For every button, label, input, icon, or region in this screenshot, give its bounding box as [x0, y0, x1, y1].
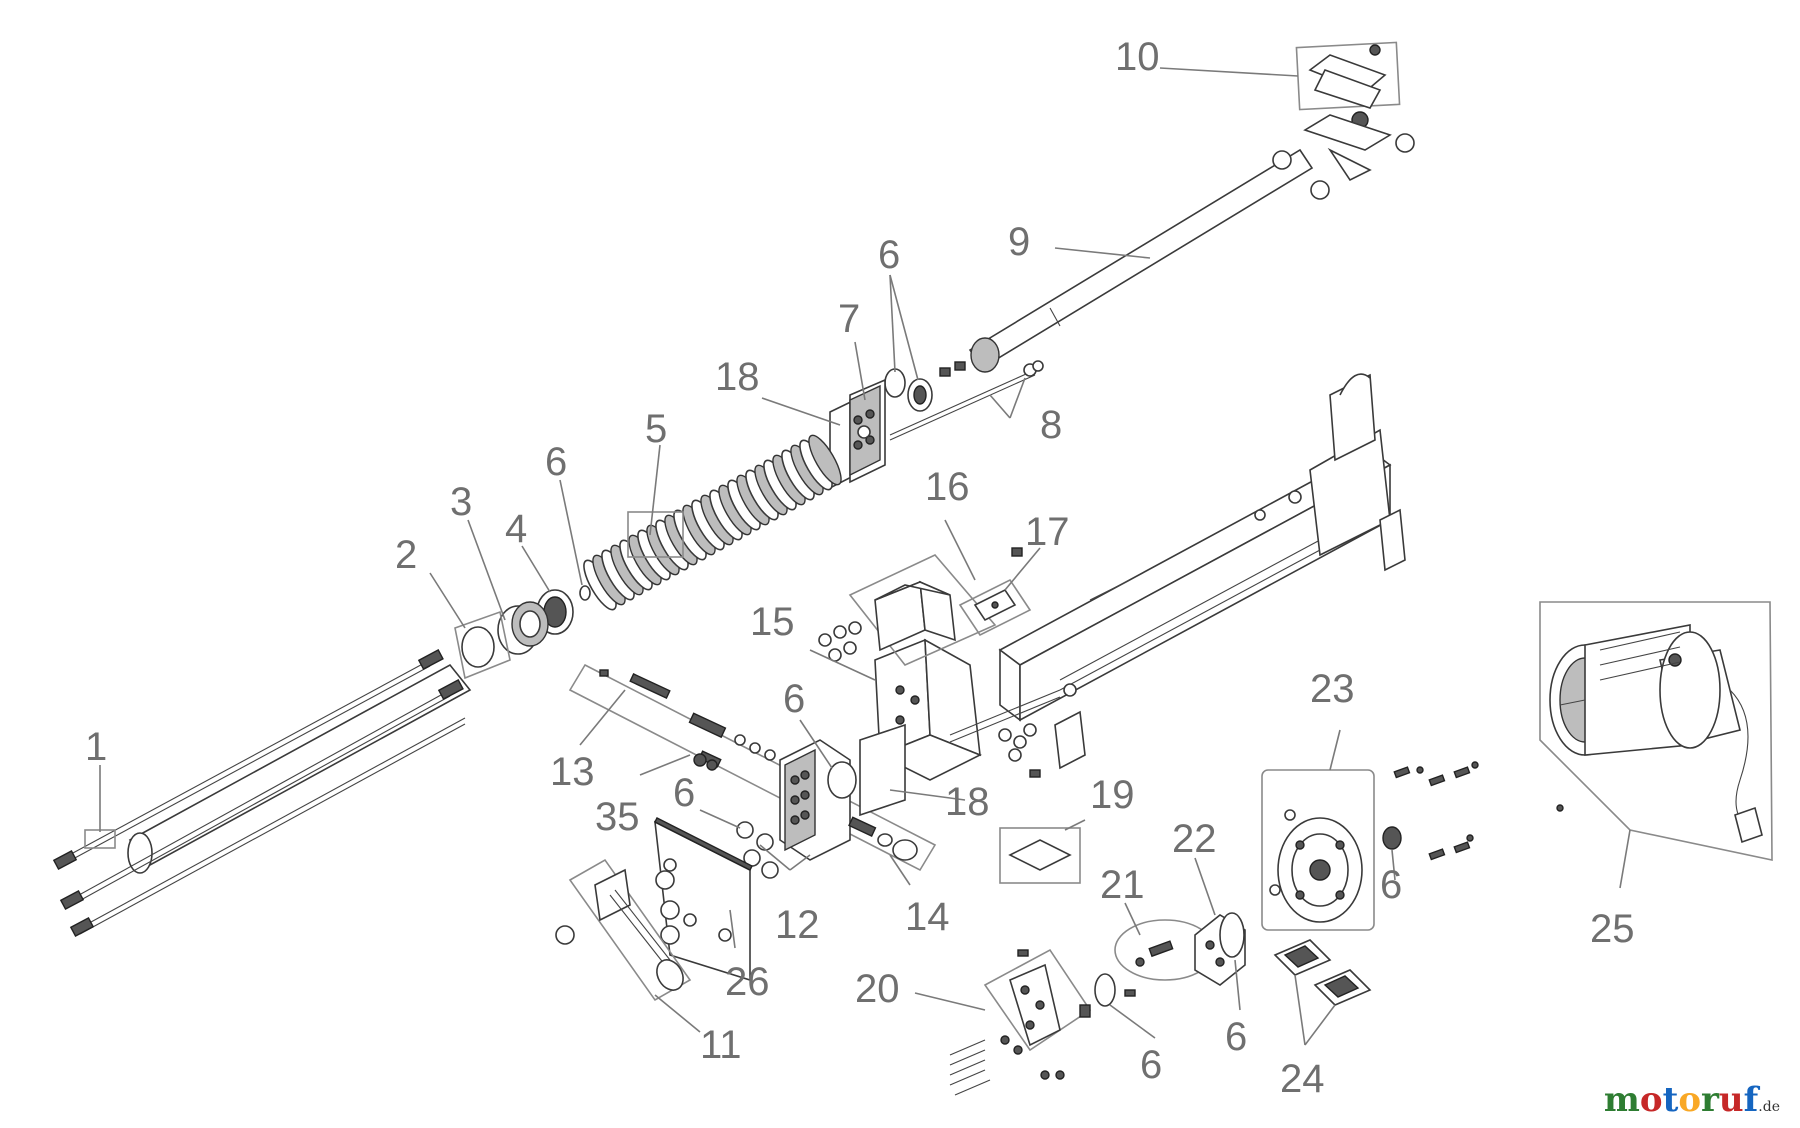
brand-letter-t: t — [1662, 1080, 1679, 1120]
label-part-26: 26 — [725, 960, 770, 1004]
part-14-plug — [848, 816, 918, 861]
brand-letter-o2: o — [1678, 1080, 1701, 1120]
part-12-valve-block — [779, 739, 851, 861]
label-part-13: 13 — [550, 750, 595, 794]
part-6-oring — [884, 368, 906, 398]
part-6-fittings-left — [736, 821, 779, 879]
brand-letter-f: f — [1743, 1080, 1759, 1120]
part-3-piston — [497, 601, 549, 655]
part-6-valve-oring — [827, 761, 857, 799]
label-part-6-oring: 6 — [1140, 1043, 1162, 1087]
part-5-spring — [583, 434, 842, 611]
label-part-6-flange: 6 — [1380, 863, 1402, 907]
part-labels: 1 2 3 4 5 6 6 6 6 6 6 6 6 7 8 9 10 11 12… — [85, 35, 1635, 1101]
label-part-3: 3 — [450, 480, 472, 524]
part-9-ram-bar — [968, 148, 1314, 373]
label-part-23: 23 — [1310, 667, 1355, 711]
label-part-12: 12 — [775, 903, 820, 947]
brand-logo: motoruf.de — [1604, 1080, 1780, 1120]
brand-letter-o1: o — [1639, 1080, 1663, 1120]
brand-suffix: .de — [1758, 1099, 1780, 1115]
label-part-19: 19 — [1090, 773, 1135, 817]
brand-letter-u: u — [1718, 1080, 1744, 1120]
part-2-bushing — [454, 610, 511, 680]
label-part-15: 15 — [750, 600, 795, 644]
part-35-fitting — [693, 753, 718, 771]
spring-coil — [808, 434, 842, 486]
part-18-gasket — [859, 723, 906, 817]
part-8-rod — [889, 360, 1044, 441]
part-16-wedge — [848, 554, 997, 666]
brand-letter-r: r — [1701, 1080, 1719, 1120]
label-part-35: 35 — [595, 795, 640, 839]
label-part-4: 4 — [505, 507, 527, 551]
label-part-16: 16 — [925, 465, 970, 509]
spring-callout-box — [627, 511, 684, 558]
label-part-18-bottom: 18 — [945, 780, 990, 824]
label-part-21: 21 — [1100, 863, 1145, 907]
part-6-oring-lower — [1094, 973, 1116, 1007]
part-23-flange — [1261, 769, 1375, 931]
label-part-10: 10 — [1115, 35, 1160, 79]
part-11-lever — [555, 858, 692, 1002]
part-25-motor — [1539, 601, 1773, 861]
label-part-7: 7 — [838, 297, 860, 341]
part-7-cylinder-head — [829, 378, 886, 490]
label-part-20: 20 — [855, 967, 900, 1011]
brand-letter-m: m — [1603, 1080, 1640, 1120]
part-6-pump-oring — [1219, 912, 1245, 958]
label-part-6-head: 6 — [878, 233, 900, 277]
part-10-bracket — [1272, 41, 1415, 200]
part-21-coupling — [1114, 919, 1216, 981]
part-6-seal-inner — [913, 385, 927, 405]
label-part-6-pump: 6 — [1225, 1015, 1247, 1059]
label-part-1: 1 — [85, 725, 107, 769]
label-part-11: 11 — [700, 1023, 742, 1067]
part-24-mounts — [1273, 939, 1372, 1006]
part-1-cylinder — [52, 649, 472, 938]
part-19-label-plate — [999, 827, 1081, 884]
part-26-cover-plate — [654, 817, 753, 982]
part-6-flange-fittings — [1382, 761, 1479, 861]
label-part-24: 24 — [1280, 1057, 1325, 1101]
label-part-14: 14 — [905, 895, 950, 939]
part-6-small-ring — [579, 585, 591, 601]
part-6-bolts-beam — [818, 621, 1041, 778]
part-15-pusher — [874, 638, 1061, 781]
label-part-22: 22 — [1172, 817, 1217, 861]
label-part-18-top: 18 — [715, 355, 760, 399]
label-part-6-spring: 6 — [545, 440, 567, 484]
label-part-2: 2 — [395, 533, 417, 577]
label-part-25: 25 — [1590, 907, 1635, 951]
label-part-6-fittings: 6 — [673, 771, 695, 815]
label-part-6-valve: 6 — [783, 677, 805, 721]
label-part-5: 5 — [645, 407, 667, 451]
label-part-17: 17 — [1025, 510, 1070, 554]
part-20-pump-bracket — [949, 948, 1092, 1096]
callout-lines — [99, 67, 1631, 1046]
part-17-guide — [958, 547, 1032, 637]
label-part-8: 8 — [1040, 403, 1062, 447]
splitter-beam — [998, 373, 1406, 770]
part-6-pin — [1124, 989, 1136, 997]
label-part-9: 9 — [1008, 220, 1030, 264]
